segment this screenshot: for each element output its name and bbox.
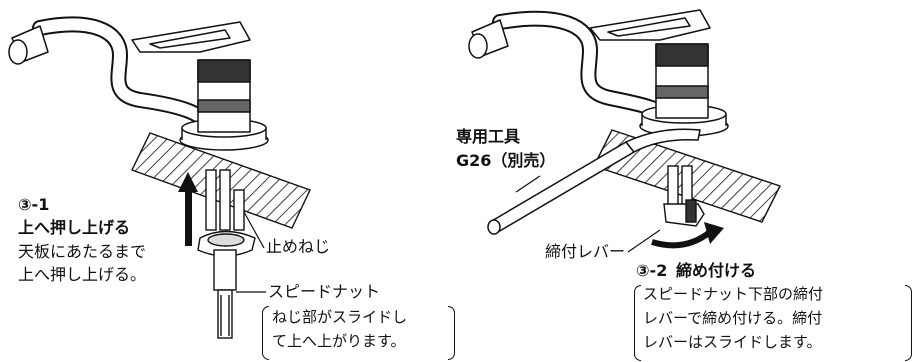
left-step-desc-line2: 上へ押し上げる。 <box>18 265 147 284</box>
left-faucet <box>8 16 269 151</box>
right-note-close-paren <box>905 285 912 361</box>
right-shank-and-lever <box>663 165 705 227</box>
right-faucet <box>468 9 729 137</box>
up-arrow <box>178 172 198 246</box>
right-note-line1: スピードナット下部の締付 <box>643 285 824 303</box>
left-shank-and-nut <box>197 169 256 339</box>
speed-nut-label: スピードナット <box>268 282 381 301</box>
special-tool-rod <box>487 128 701 235</box>
set-screw-label: 止めねじ <box>266 237 331 256</box>
speed-nut-note-line2: て上へ上がります。 <box>272 332 406 350</box>
right-step-title: 締め付ける <box>676 261 757 280</box>
tool-name-line2: G26（別売） <box>456 151 556 170</box>
speed-nut-note-line1: ねじ部がスライドし <box>272 308 408 326</box>
tool-name-line1: 専用工具 <box>456 127 521 146</box>
left-step-desc-line1: 天板にあたるまで <box>18 242 147 261</box>
right-leader-lines <box>515 175 661 253</box>
left-note-open-paren <box>262 306 269 360</box>
right-step-number: ③-2 <box>636 261 668 280</box>
left-step-number: ③-1 <box>18 195 50 214</box>
right-note-open-paren <box>634 285 641 361</box>
right-note-line3: レバーはスライドします。 <box>643 333 822 351</box>
left-leader-lines <box>236 211 266 293</box>
rotation-arrow <box>651 222 724 249</box>
left-note-close-paren <box>448 306 455 360</box>
right-note-line2: レバーで締め付ける。締付 <box>643 309 823 327</box>
lever-label: 締付レバー <box>545 242 626 261</box>
left-step-title: 上へ押し上げる <box>18 218 131 237</box>
